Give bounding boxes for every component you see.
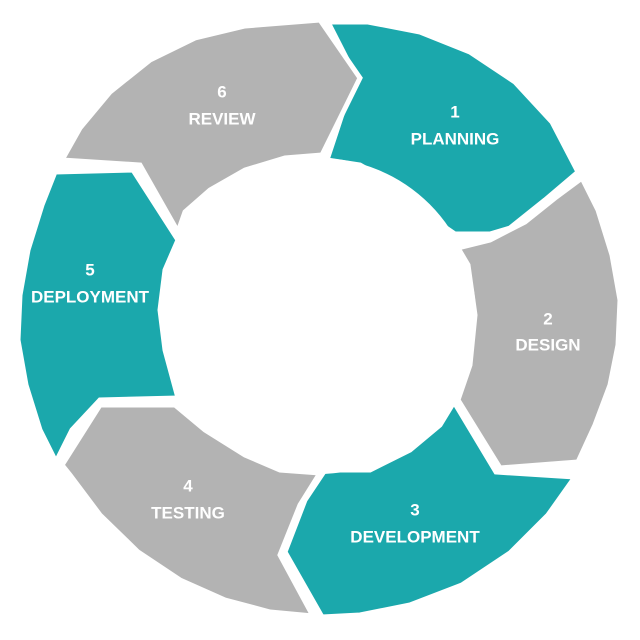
stage-number-testing: 4: [183, 476, 193, 495]
segment-shape-design: [454, 174, 623, 471]
stage-label-development: DEVELOPMENT: [350, 527, 480, 546]
segment-design: 2 DESIGN: [454, 174, 623, 471]
stage-number-development: 3: [410, 500, 419, 519]
segment-shape-review: [57, 17, 363, 239]
segment-shape-development: [282, 397, 580, 620]
stage-label-planning: PLANNING: [411, 129, 500, 148]
stage-label-deployment: DEPLOYMENT: [31, 287, 150, 306]
stage-label-review: REVIEW: [188, 109, 256, 128]
stage-number-deployment: 5: [85, 260, 94, 279]
segment-shape-deployment: [15, 167, 182, 468]
segment-development: 3 DEVELOPMENT: [282, 397, 580, 620]
stage-number-design: 2: [543, 309, 552, 328]
segment-testing: 4 TESTING: [58, 402, 325, 619]
segment-shape-testing: [58, 402, 325, 619]
stage-label-testing: TESTING: [151, 503, 225, 522]
segment-review: 6 REVIEW: [57, 17, 363, 239]
stage-number-review: 6: [217, 82, 226, 101]
center-hole: [160, 158, 476, 474]
segment-deployment: 5 DEPLOYMENT: [15, 167, 182, 468]
stage-label-design: DESIGN: [515, 335, 580, 354]
stage-number-planning: 1: [450, 102, 459, 121]
